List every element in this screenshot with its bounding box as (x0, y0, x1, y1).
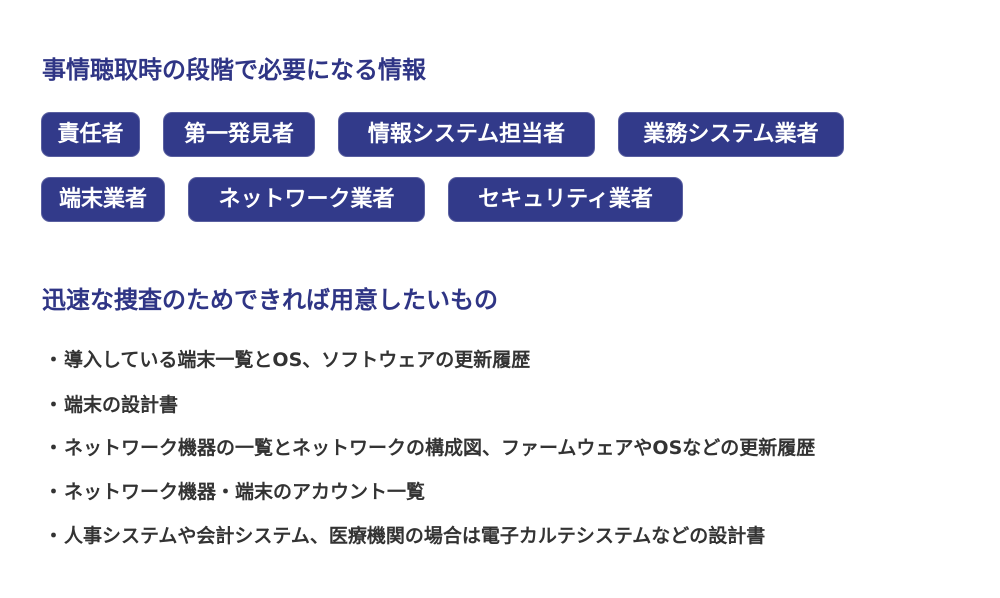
bullet: ・ (44, 525, 64, 547)
list-item: ・端末の設計書 (44, 393, 178, 417)
list-item: ・人事システムや会計システム、医療機関の場合は電子カルテシステムなどの設計書 (44, 524, 765, 548)
bullet: ・ (44, 481, 64, 503)
list-item-text: ネットワーク機器の一覧とネットワークの構成図、ファームウェアやOSなどの更新履歴 (64, 437, 816, 459)
tag-manager: 責任者 (42, 113, 139, 156)
tag-it-staff: 情報システム担当者 (339, 113, 594, 156)
tag-network-vendor: ネットワーク業者 (189, 178, 424, 221)
list-item-text: 導入している端末一覧とOS、ソフトウェアの更新履歴 (64, 349, 531, 371)
tag-first-discoverer: 第一発見者 (164, 113, 314, 156)
list-item: ・ネットワーク機器の一覧とネットワークの構成図、ファームウェアやOSなどの更新履… (44, 436, 815, 460)
list-item: ・導入している端末一覧とOS、ソフトウェアの更新履歴 (44, 348, 530, 372)
tag-device-vendor: 端末業者 (42, 178, 164, 221)
bullet: ・ (44, 349, 64, 371)
tag-security-vendor: セキュリティ業者 (449, 178, 682, 221)
section-heading-interview-info: 事情聴取時の段階で必要になる情報 (42, 56, 426, 84)
list-item-text: ネットワーク機器・端末のアカウント一覧 (64, 481, 426, 503)
list-item-text: 人事システムや会計システム、医療機関の場合は電子カルテシステムなどの設計書 (64, 525, 766, 547)
list-item: ・ネットワーク機器・端末のアカウント一覧 (44, 480, 425, 504)
section-heading-prepare-items: 迅速な捜査のためできれば用意したいもの (42, 286, 498, 314)
tag-business-system-vendor: 業務システム業者 (619, 113, 843, 156)
list-item-text: 端末の設計書 (64, 394, 179, 416)
bullet: ・ (44, 437, 64, 459)
bullet: ・ (44, 394, 64, 416)
